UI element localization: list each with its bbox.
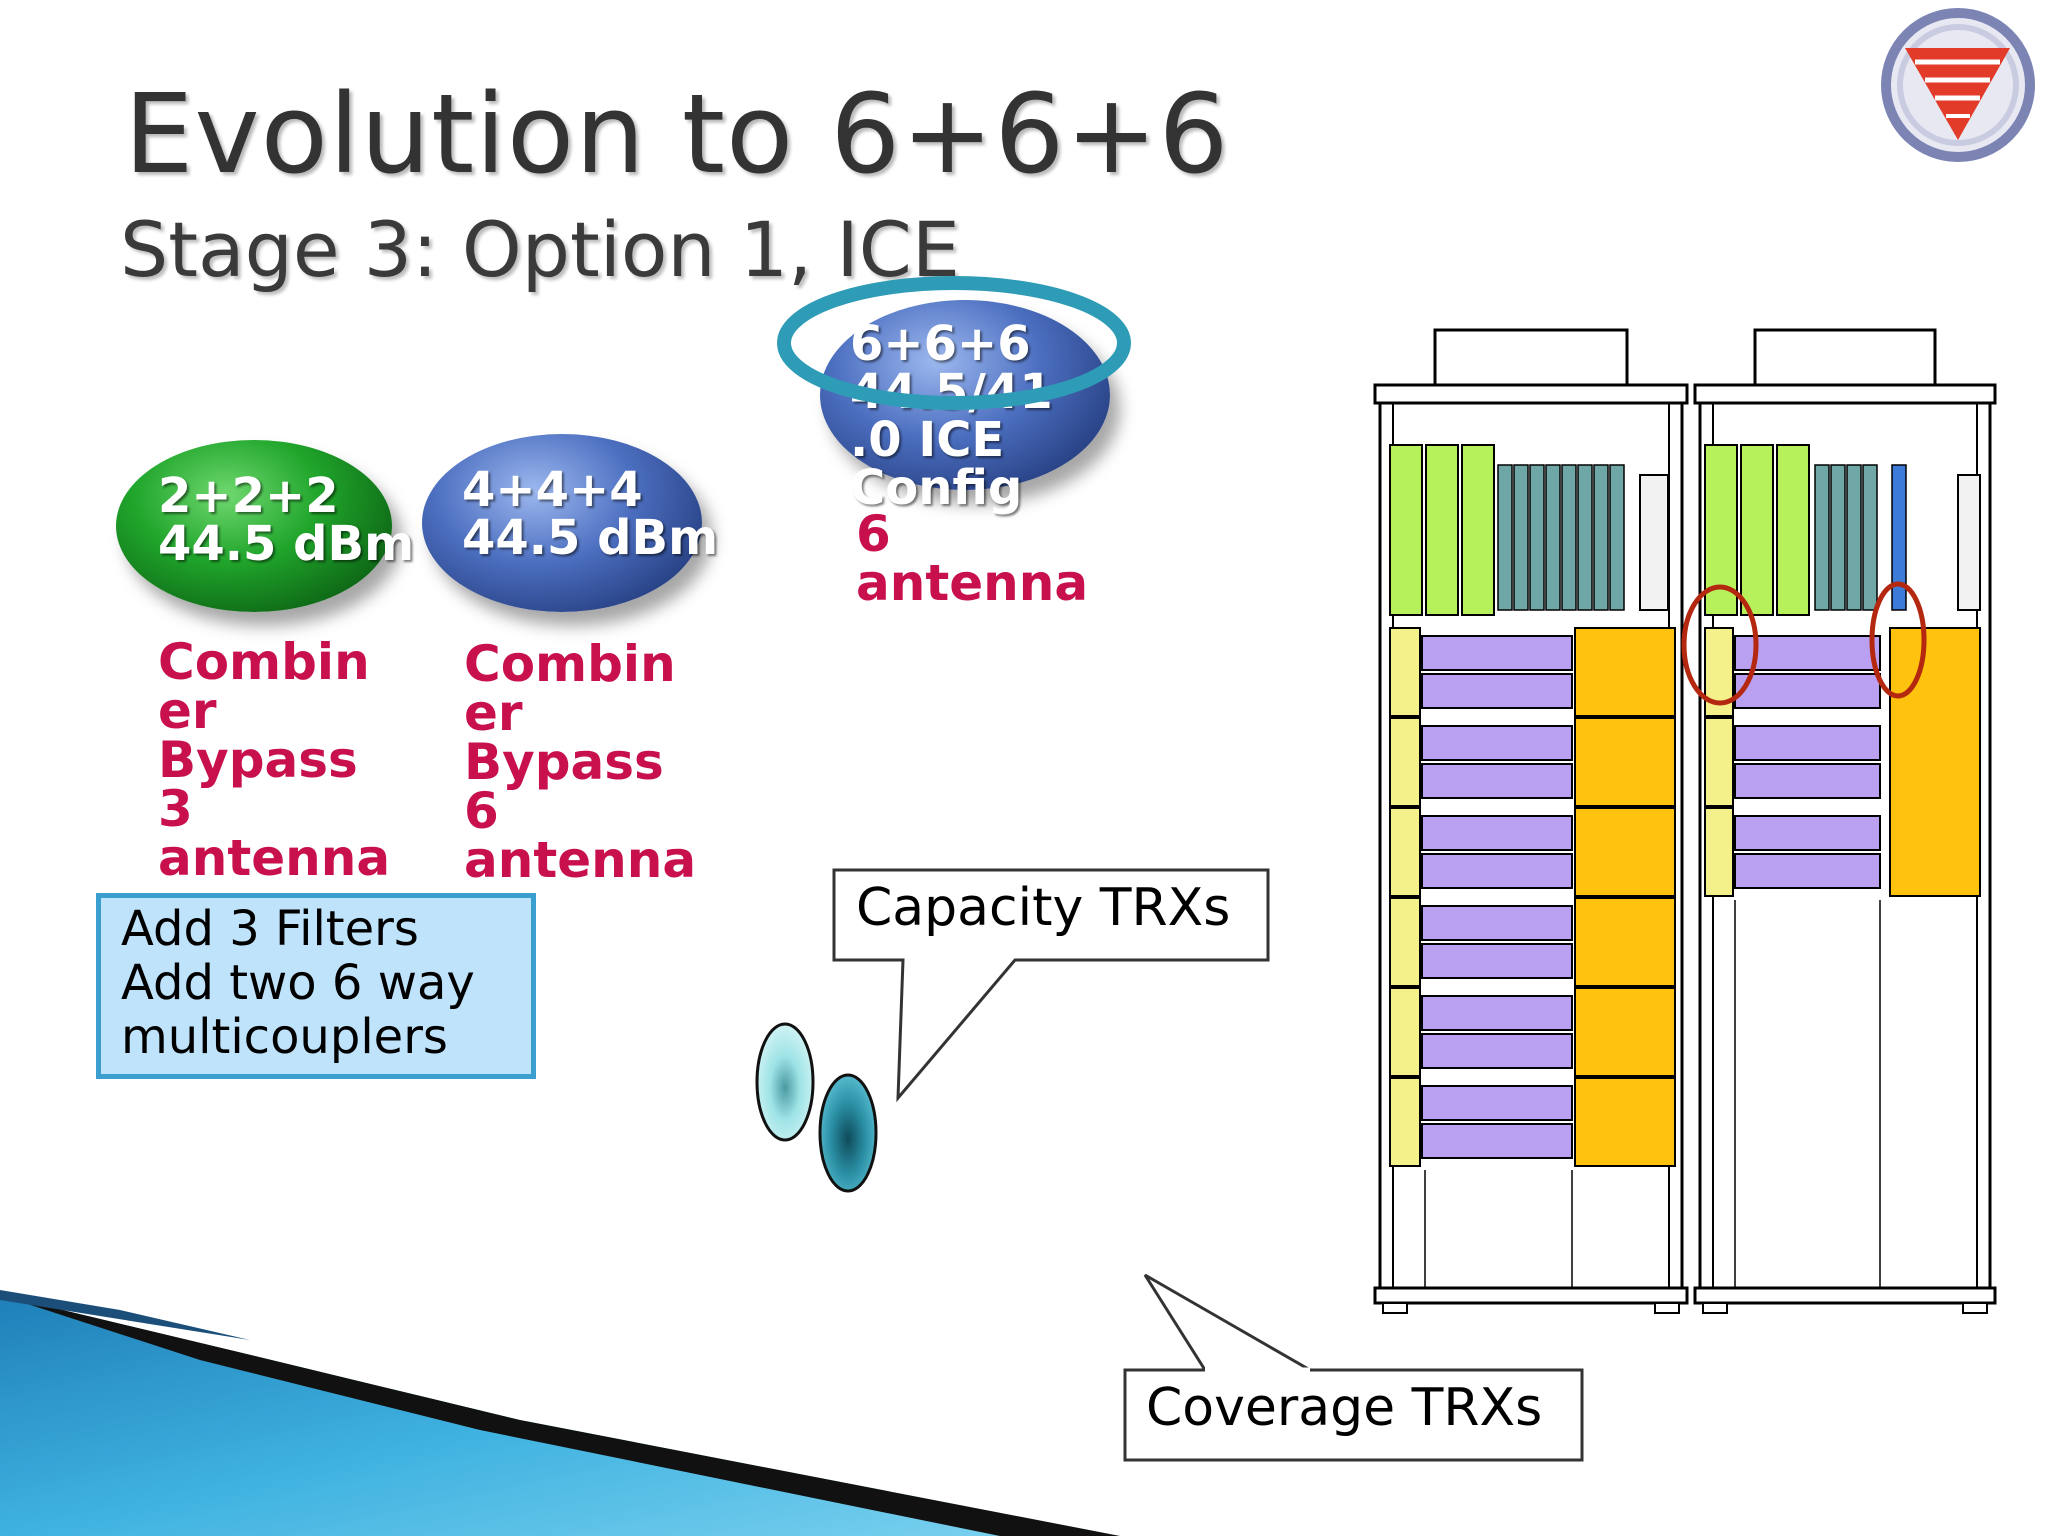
filter-module (1574, 897, 1676, 987)
capacity-marker (755, 1022, 815, 1142)
dtrx-module (1846, 464, 1862, 611)
trx-module (1734, 673, 1881, 709)
coverage-trx-slot (1389, 627, 1421, 717)
cabinet-left-handle (1433, 328, 1629, 387)
highlight-circle (1869, 581, 1927, 699)
dtrx-module (1497, 464, 1513, 611)
trx-module (1421, 853, 1573, 889)
slide-subtitle: Stage 3: Option 1, ICE (120, 205, 960, 294)
dtrx-module (1577, 464, 1593, 611)
config-power-label: 2+2+2 (158, 468, 339, 524)
coverage-trx-slot (1389, 1077, 1421, 1167)
combiner-module (1389, 444, 1423, 616)
trx-module (1734, 635, 1881, 671)
config-oval-6-6-6: 6+6+6 44.5/41 .0 ICE Config (820, 300, 1110, 512)
cabinet-right-foot (1962, 1302, 1988, 1314)
config-oval-4-4-4: 4+4+4 44.5 dBm (422, 434, 718, 612)
filter-module (1574, 807, 1676, 897)
capacity-trx-slot (1704, 717, 1734, 807)
coverage-marker (818, 1073, 878, 1193)
filter-module (1574, 627, 1676, 717)
highlight-circle (1681, 584, 1759, 706)
trx-module (1421, 905, 1573, 941)
cabinet-left-frame (1378, 401, 1684, 1290)
spare-slot (1957, 474, 1981, 611)
config-description: Combin er Bypass 6 antenna (464, 635, 697, 889)
combiner-module (1740, 444, 1774, 616)
trx-module (1734, 725, 1881, 761)
cabinet-left-foot (1654, 1302, 1680, 1314)
dtrx-module (1545, 464, 1561, 611)
coverage-trx-slot (1389, 717, 1421, 807)
coverage-trx-slot (1389, 897, 1421, 987)
trx-module (1421, 815, 1573, 851)
config-power-label: 44.5 dBm (158, 516, 415, 572)
config-power-label: 4+4+4 (462, 462, 643, 518)
capacity-trx-slot (1704, 627, 1734, 717)
config-description: 6 antenna (856, 505, 1089, 612)
note-box: Add 3 Filters Add two 6 way multicoupler… (96, 893, 536, 1079)
cabinet-left-foot (1382, 1302, 1408, 1314)
dtrx-module (1513, 464, 1529, 611)
config-power-label: 6+6+6 44.5/41 .0 ICE Config (850, 316, 1053, 516)
coverage-trx-slot (1389, 987, 1421, 1077)
cabinet-left-base (1373, 1286, 1689, 1305)
combiner-module (1776, 444, 1810, 616)
trx-module (1734, 853, 1881, 889)
trx-module (1421, 1085, 1573, 1121)
cabinet-right-handle (1753, 328, 1937, 387)
note-line: Add 3 Filters (121, 901, 419, 957)
config-power-label: 44.5 dBm (462, 510, 719, 566)
trx-module (1421, 763, 1573, 799)
coverage-trx-slot (1389, 807, 1421, 897)
cabinet-left-top (1373, 383, 1689, 405)
filter-module (1574, 1077, 1676, 1167)
cabinet-right-top (1693, 383, 1997, 405)
trx-module (1734, 815, 1881, 851)
dtrx-module (1529, 464, 1545, 611)
multicoupler-module (1889, 627, 1981, 897)
cabinet-right-base (1693, 1286, 1997, 1305)
trx-module (1421, 673, 1573, 709)
dtrx-module (1814, 464, 1830, 611)
filter-module (1574, 987, 1676, 1077)
combiner-module (1425, 444, 1459, 616)
trx-module (1421, 1123, 1573, 1159)
config-oval-2-2-2: 2+2+2 44.5 dBm (116, 440, 414, 612)
trx-module (1421, 635, 1573, 671)
config-description: Combin er Bypass 3 antenna (158, 633, 391, 887)
dtrx-module (1593, 464, 1609, 611)
note-line: multicouplers (121, 1009, 448, 1065)
spare-slot (1639, 474, 1669, 611)
combiner-module (1461, 444, 1495, 616)
trx-module (1734, 763, 1881, 799)
cabinet-right-foot (1702, 1302, 1728, 1314)
coverage-trx-label: Coverage TRXs (1146, 1378, 1543, 1438)
cabinet-right-frame (1698, 401, 1992, 1290)
dtrx-module (1862, 464, 1878, 611)
capacity-trx-slot (1704, 807, 1734, 897)
capacity-trx-label: Capacity TRXs (856, 878, 1231, 938)
trx-module (1421, 995, 1573, 1031)
combiner-module (1704, 444, 1738, 616)
dtrx-module (1830, 464, 1846, 611)
trx-module (1421, 1033, 1573, 1069)
slide-title: Evolution to 6+6+6 (124, 70, 1230, 198)
filter-module (1574, 717, 1676, 807)
blue-module (1891, 464, 1907, 611)
note-line: Add two 6 way (121, 955, 475, 1011)
trx-module (1421, 725, 1573, 761)
trx-module (1421, 943, 1573, 979)
dtrx-module (1609, 464, 1625, 611)
dtrx-module (1561, 464, 1577, 611)
